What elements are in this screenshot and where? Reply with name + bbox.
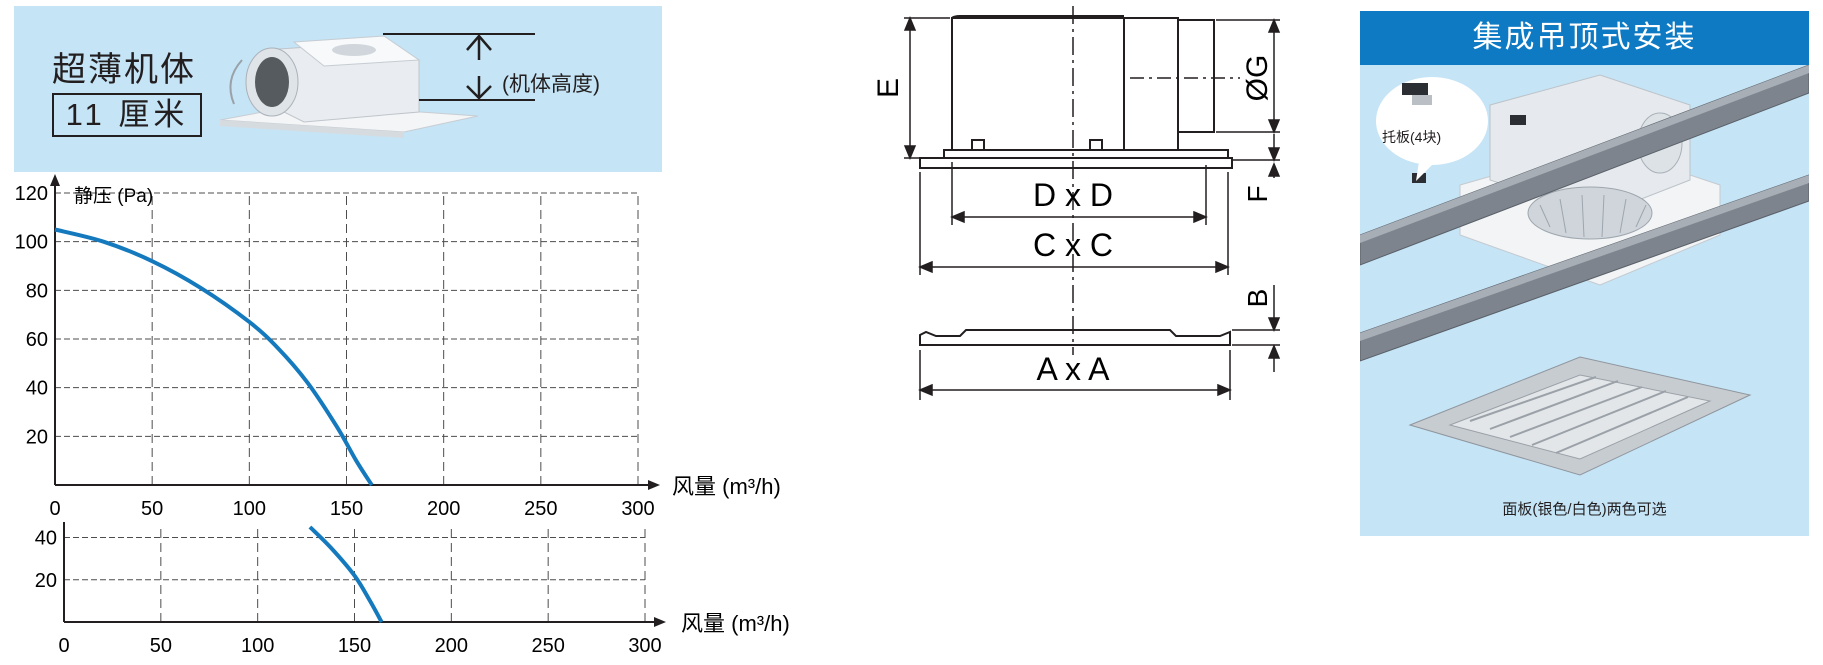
dimension-drawing: D x D C x C A x A E ØG F B xyxy=(872,6,1281,400)
x-axis-label: 风量 (m³/h) xyxy=(681,611,790,636)
x-tick-label: 50 xyxy=(150,635,172,657)
x-tick-label: 250 xyxy=(531,635,564,657)
base-plate xyxy=(919,157,1233,169)
y-tick-label: 40 xyxy=(35,528,57,550)
fan-body-illustration xyxy=(219,35,479,138)
ceiling-install-panel: 集成吊顶式安装 托板(4块) 面板(银色/白色 xyxy=(1360,11,1809,536)
y-tick-label: 20 xyxy=(35,570,57,592)
y-tick-label: 20 xyxy=(26,426,48,448)
y-tick-label: 120 xyxy=(15,183,48,205)
x-axis-label: 风量 (m³/h) xyxy=(672,474,781,499)
dim-e-label: E xyxy=(872,78,905,98)
install-illustration xyxy=(1360,65,1809,476)
dim-d-label: D x D xyxy=(1033,177,1113,213)
y-axis-arrow xyxy=(50,174,60,186)
banner-thickness-badge: 11 厘米 xyxy=(52,93,202,137)
panel-caption: 面板(银色/白色)两色可选 xyxy=(1502,501,1667,518)
x-axis-arrow xyxy=(654,617,666,627)
dim-g-label: ØG xyxy=(1241,55,1274,102)
y-tick-label: 80 xyxy=(26,280,48,302)
height-dimension-marker xyxy=(383,33,535,101)
x-tick-label: 50 xyxy=(141,498,163,520)
x-tick-label: 100 xyxy=(233,498,266,520)
x-tick-label: 300 xyxy=(628,635,661,657)
height-note: (机体高度) xyxy=(502,73,600,96)
banner-title: 超薄机体 xyxy=(52,51,196,89)
dim-f-label: F xyxy=(1242,185,1273,202)
bracket-label: 托板(4块) xyxy=(1382,129,1442,145)
dim-a-label: A x A xyxy=(1037,351,1111,387)
dim-b-label: B xyxy=(1242,289,1273,308)
performance-curve xyxy=(54,227,374,487)
thin-body-banner: 超薄机体 11 厘米 (机体高度) xyxy=(14,6,662,172)
chart-grid xyxy=(55,192,639,485)
y-axis-label: 静压 (Pa) xyxy=(74,185,153,207)
x-tick-label: 0 xyxy=(58,635,69,657)
performance-curve xyxy=(308,525,384,623)
x-tick-label: 300 xyxy=(621,498,654,520)
pressure-airflow-chart-lower: 20 40 0 50 100 150 200 250 300 风量 (m³/h) xyxy=(35,522,790,657)
pressure-airflow-chart: 20 40 60 80 100 120 0 50 100 150 200 250 300 静压 (Pa… xyxy=(15,174,781,520)
x-tick-label: 200 xyxy=(427,498,460,520)
housing-outline xyxy=(951,17,1125,151)
x-tick-label: 100 xyxy=(241,635,274,657)
mounting-flange xyxy=(943,149,1229,159)
y-tick-label: 40 xyxy=(26,378,48,400)
install-title: 集成吊顶式安装 xyxy=(1360,11,1809,65)
face-panel xyxy=(919,329,1231,346)
motor-box xyxy=(1123,17,1179,151)
y-tick-label: 100 xyxy=(15,232,48,254)
duct-collar xyxy=(1177,19,1215,133)
y-tick-label: 60 xyxy=(26,329,48,351)
x-tick-label: 250 xyxy=(524,498,557,520)
x-tick-label: 0 xyxy=(49,498,60,520)
x-tick-label: 150 xyxy=(330,498,363,520)
dim-c-label: C x C xyxy=(1033,227,1113,263)
x-tick-label: 150 xyxy=(338,635,371,657)
x-axis-arrow xyxy=(648,480,660,490)
x-tick-label: 200 xyxy=(435,635,468,657)
